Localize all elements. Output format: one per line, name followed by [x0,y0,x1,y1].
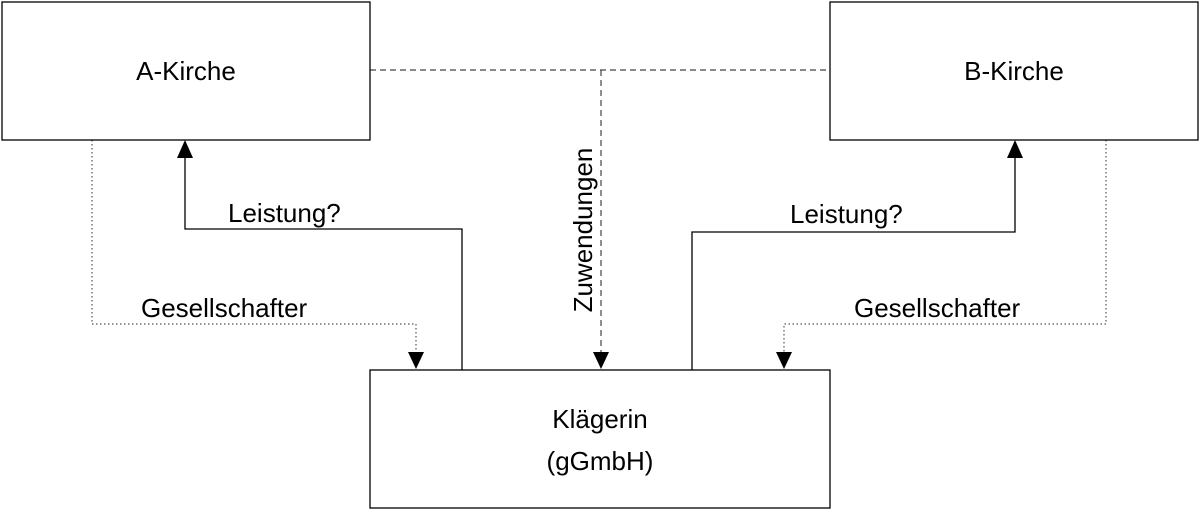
leistung-right-connector [691,157,1016,370]
gesellschafter-right-connector [783,140,1107,352]
a-kirche-label: A-Kirche [136,56,236,86]
leistung-left-label: Leistung? [228,198,341,228]
klaegerin-label: Klägerin [552,404,647,434]
arrow-down-zuwendungen-icon [593,352,609,369]
arrow-down-gesellschafter-left-icon [408,352,424,369]
b-kirche-box [829,1,1199,141]
leistung-left-connector [184,157,463,370]
arrow-up-right-icon [1007,140,1023,158]
gesellschafter-left-connector [91,140,417,352]
gesellschafter-right-label: Gesellschafter [854,293,1021,323]
gesellschafter-left-label: Gesellschafter [141,293,308,323]
zuwendungen-label: Zuwendungen [568,148,598,313]
a-kirche-box [1,1,371,141]
arrow-up-left-icon [177,140,193,158]
klaegerin-box [369,369,831,509]
arrow-down-gesellschafter-right-icon [776,352,792,369]
klaegerin-type-label: (gGmbH) [547,446,654,476]
leistung-right-label: Leistung? [790,199,903,229]
b-kirche-label: B-Kirche [964,56,1064,86]
